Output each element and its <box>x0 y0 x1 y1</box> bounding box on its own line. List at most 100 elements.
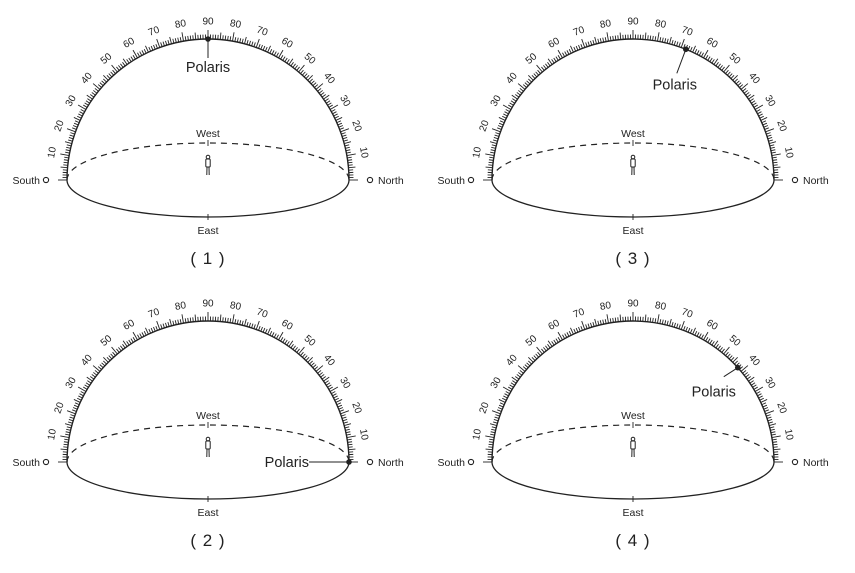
scale-label: 40 <box>746 71 762 87</box>
scale-tick <box>280 55 284 60</box>
scale-tick <box>80 109 85 113</box>
scale-label: 40 <box>79 352 95 368</box>
scale-tick <box>87 380 92 384</box>
scale-tick <box>516 92 521 96</box>
scale-tick <box>122 62 126 67</box>
scale-tick <box>126 59 130 64</box>
scale-tick <box>543 65 547 70</box>
scale-tick <box>751 100 756 104</box>
scale-tick <box>65 151 70 154</box>
south-label: South <box>438 457 466 469</box>
scale-tick <box>66 428 71 431</box>
scale-tick <box>711 59 715 64</box>
horizon-back-dashed <box>491 424 775 463</box>
scale-label: 20 <box>478 400 492 415</box>
polaris-label: Polaris <box>653 77 697 93</box>
scale-tick <box>772 159 778 161</box>
scale-tick <box>493 137 499 140</box>
scale-tick <box>535 71 539 76</box>
scale-tick <box>329 386 339 392</box>
scale-tick <box>68 137 74 140</box>
observer-figure-icon <box>630 436 636 458</box>
scale-tick <box>604 37 607 42</box>
scale-tick <box>288 58 294 65</box>
scale-tick <box>705 55 709 60</box>
scale-tick <box>302 353 306 358</box>
scale-tick <box>99 82 104 86</box>
scale-tick <box>262 327 266 333</box>
scale-tick <box>108 355 113 360</box>
scale-tick <box>732 75 738 81</box>
scale-tick <box>494 134 500 137</box>
scale-tick <box>153 44 156 50</box>
scale-tick <box>485 153 495 156</box>
north-label: North <box>803 175 829 187</box>
scale-tick <box>769 144 775 147</box>
scale-tick <box>553 57 557 62</box>
scale-tick <box>547 340 553 347</box>
scale-tick <box>346 153 356 156</box>
scale-tick <box>227 317 229 323</box>
scale-tick <box>564 51 568 56</box>
scale-tick <box>535 353 539 358</box>
scale-tick <box>137 52 141 57</box>
scale-tick <box>713 58 719 65</box>
scale-tick <box>773 166 781 169</box>
scale-tick <box>597 320 600 326</box>
scale-tick <box>278 49 284 59</box>
altitude-scale-ticks <box>58 312 358 463</box>
scale-tick <box>676 41 679 47</box>
scale-tick <box>91 374 96 378</box>
scale-tick <box>328 386 333 390</box>
scale-tick <box>60 166 68 169</box>
scale-tick <box>347 156 352 159</box>
scale-tick <box>337 404 343 408</box>
scale-tick <box>493 419 499 422</box>
scale-tick <box>300 69 304 74</box>
scale-tick <box>498 122 504 126</box>
scale-tick <box>727 71 731 76</box>
scale-tick <box>118 65 122 70</box>
scale-tick <box>229 36 232 41</box>
scale-tick <box>669 318 672 326</box>
scale-tick <box>130 338 134 343</box>
scale-label: 80 <box>229 300 242 313</box>
scale-tick <box>339 409 344 412</box>
scale-tick <box>696 332 700 337</box>
scale-label: 10 <box>782 428 795 441</box>
scale-tick <box>715 62 719 67</box>
scale-tick <box>66 144 72 147</box>
scale-tick <box>155 326 158 331</box>
scale-tick <box>132 55 136 60</box>
scale-tick <box>769 423 777 426</box>
scale-tick <box>239 320 242 325</box>
south-label: South <box>438 175 466 187</box>
scale-tick <box>177 37 180 43</box>
scale-tick <box>255 38 260 48</box>
scale-tick <box>337 122 343 126</box>
horizon-front <box>491 179 775 218</box>
scale-tick <box>174 38 177 43</box>
scale-tick <box>315 83 324 90</box>
scale-tick <box>273 51 277 56</box>
scale-tick <box>557 331 563 341</box>
scale-label: 20 <box>349 119 363 134</box>
scale-tick <box>296 66 300 71</box>
scale-tick <box>528 360 532 365</box>
polaris-leader-line <box>676 49 687 74</box>
scale-tick <box>659 319 662 324</box>
altitude-scale-ticks <box>483 312 783 463</box>
scale-tick <box>112 351 116 356</box>
scale-tick <box>772 156 777 159</box>
scale-tick <box>343 421 348 424</box>
scale-tick <box>756 391 761 395</box>
scale-tick <box>92 365 101 372</box>
scale-tick <box>64 141 72 144</box>
scale-tick <box>680 320 685 330</box>
scale-tick <box>709 339 713 344</box>
scale-tick <box>490 433 495 436</box>
scale-label: 60 <box>122 318 138 333</box>
scale-tick <box>485 448 493 451</box>
scale-tick <box>184 36 187 41</box>
